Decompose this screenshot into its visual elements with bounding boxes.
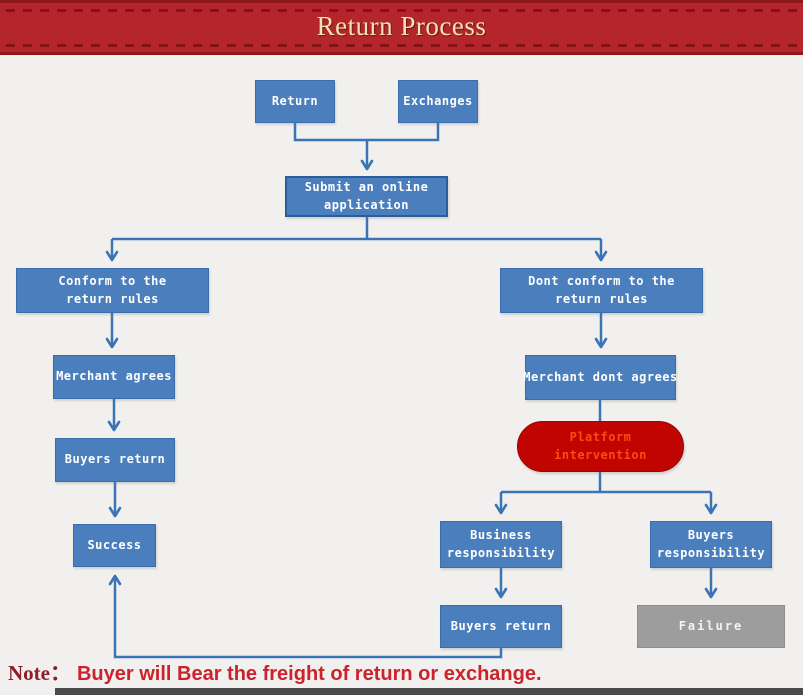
node-conform-rules: Conform to the return rules bbox=[16, 268, 209, 313]
page-title: Return Process bbox=[316, 11, 487, 41]
node-success: Success bbox=[73, 524, 156, 567]
node-dont-conform-rules: Dont conform to the return rules bbox=[500, 268, 703, 313]
node-platform-intervention: Platform intervention bbox=[517, 421, 684, 472]
title-banner: Return Process bbox=[0, 0, 803, 55]
node-buyers-responsibility: Buyers responsibility bbox=[650, 521, 772, 568]
connector-feedback-to-success bbox=[108, 574, 503, 659]
node-failure: Failure bbox=[637, 605, 785, 648]
node-business-responsibility: Business responsibility bbox=[440, 521, 562, 568]
node-merchant-agrees: Merchant agrees bbox=[53, 355, 175, 399]
note-text: Buyer will Bear the freight of return or… bbox=[76, 663, 542, 685]
bottom-edge-bar bbox=[55, 688, 803, 695]
node-return: Return bbox=[255, 80, 335, 123]
node-buyers-return-left: Buyers return bbox=[55, 438, 175, 482]
node-exchanges: Exchanges bbox=[398, 80, 478, 123]
node-buyers-return-bottom: Buyers return bbox=[440, 605, 562, 648]
node-merchant-dont-agrees: Merchant dont agrees bbox=[523, 355, 677, 400]
note-label: Note： bbox=[8, 661, 71, 685]
footer-note: Note：Buyer will Bear the freight of retu… bbox=[8, 657, 608, 687]
stitch-line-top bbox=[6, 9, 797, 12]
stitch-line-bottom bbox=[6, 44, 797, 47]
node-submit-application: Submit an online application bbox=[285, 176, 448, 217]
connector-merge-top bbox=[293, 123, 440, 142]
